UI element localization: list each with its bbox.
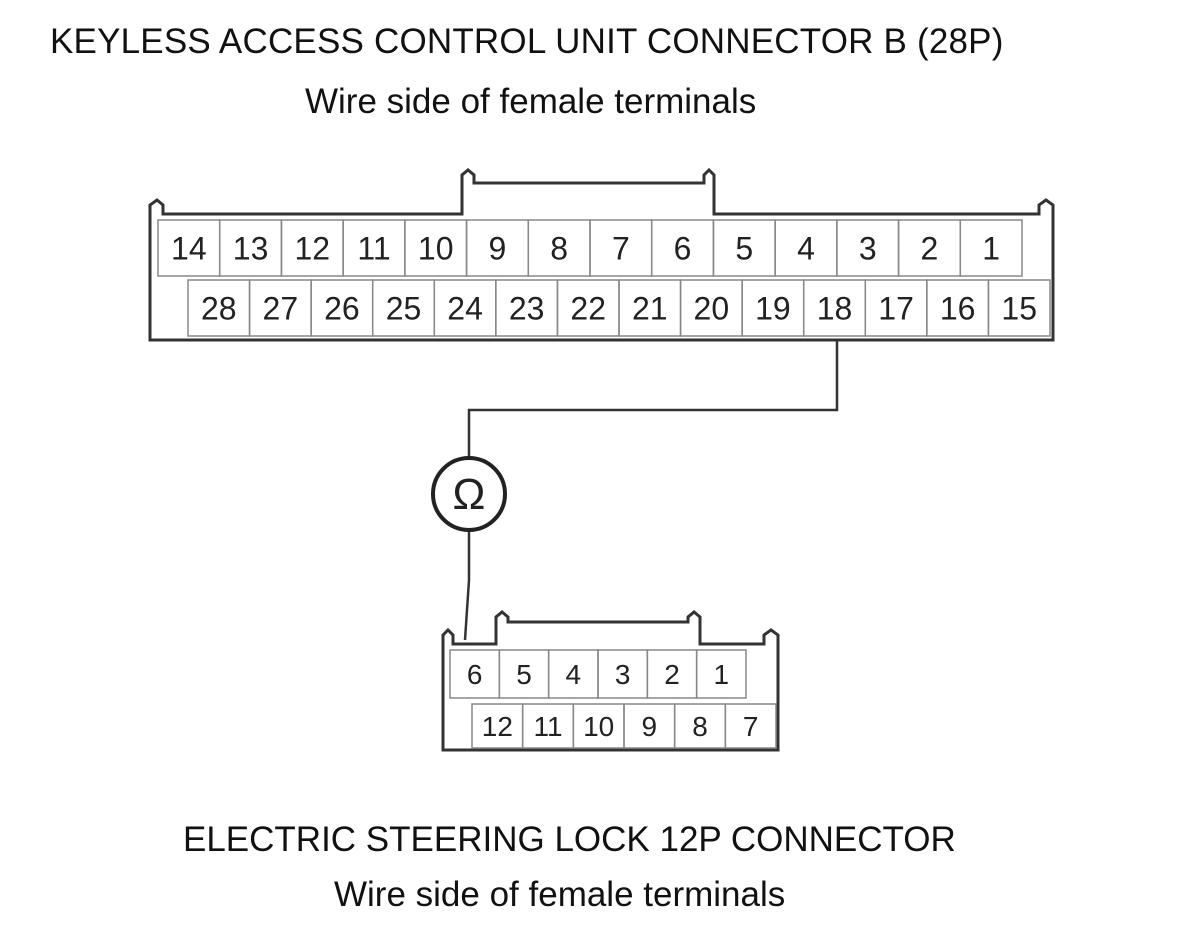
top-row2-terminal-25: 25 (386, 291, 422, 327)
top-row2-terminal-20: 20 (694, 291, 730, 327)
bot-row1-terminal-3: 3 (615, 659, 631, 690)
top-row2-terminal-21: 21 (632, 291, 668, 327)
top-row1-terminal-13: 13 (233, 231, 269, 267)
top-row2-terminal-27: 27 (263, 291, 299, 327)
bot-row2-terminal-9: 9 (642, 711, 658, 742)
wire-top-probe (467, 341, 839, 460)
bot-row2-terminal-7: 7 (743, 711, 759, 742)
bot-row2-terminal-8: 8 (692, 711, 708, 742)
top-row1-terminal-5: 5 (735, 231, 753, 267)
bottom-connector-housing (441, 610, 780, 752)
top-row1-terminal-14: 14 (171, 231, 207, 267)
top-row1-terminal-7: 7 (612, 231, 630, 267)
bot-row2-terminal-10: 10 (583, 711, 614, 742)
bot-row2-terminal-11: 11 (533, 711, 562, 742)
bot-row2-terminal-12: 12 (482, 711, 513, 742)
bottom-connector-title: ELECTRIC STEERING LOCK 12P CONNECTOR (183, 820, 956, 859)
top-row1-terminal-9: 9 (489, 231, 507, 267)
top-row2-terminal-26: 26 (324, 291, 360, 327)
top-row1-terminal-6: 6 (674, 231, 692, 267)
top-row2-terminal-24: 24 (447, 291, 483, 327)
bot-row1-terminal-2: 2 (664, 659, 680, 690)
top-row1-terminal-2: 2 (921, 231, 939, 267)
top-row1-terminal-1: 1 (982, 231, 1000, 267)
wire-bottom-probe (463, 530, 471, 641)
top-row1-terminal-10: 10 (418, 231, 454, 267)
top-row1-terminal-8: 8 (550, 231, 568, 267)
bottom-connector-terminals: 6 5 4 3 2 1 12 11 10 9 8 7 (449, 649, 777, 749)
top-row2-terminal-18: 18 (817, 291, 853, 327)
top-row1-cell (959, 219, 1023, 277)
top-row2-terminal-16: 16 (940, 291, 976, 327)
top-connector-housing (148, 167, 1055, 342)
ohmmeter-icon: Ω (431, 456, 507, 532)
bot-row2-cell (724, 703, 777, 749)
top-row1-terminal-11: 11 (357, 231, 390, 267)
bot-row1-cell (695, 649, 747, 699)
top-row2-terminal-15: 15 (1001, 291, 1037, 327)
top-row1-terminal-3: 3 (859, 231, 877, 267)
top-row2-cell (987, 279, 1051, 337)
top-row1-terminal-4: 4 (797, 231, 815, 267)
top-row2-terminal-28: 28 (201, 291, 237, 327)
bot-row1-terminal-6: 6 (467, 659, 483, 690)
bot-row1-terminal-1: 1 (714, 659, 730, 690)
bot-row1-terminal-5: 5 (516, 659, 532, 690)
top-connector-subtitle: Wire side of female terminals (305, 82, 757, 121)
top-connector-title: KEYLESS ACCESS CONTROL UNIT CONNECTOR B … (50, 22, 1004, 61)
top-row2-terminal-23: 23 (509, 291, 545, 327)
top-row1-terminal-12: 12 (294, 231, 330, 267)
top-row2-terminal-19: 19 (755, 291, 791, 327)
top-row2-terminal-22: 22 (570, 291, 606, 327)
bottom-connector-subtitle: Wire side of female terminals (334, 875, 786, 914)
top-row2-terminal-17: 17 (878, 291, 914, 327)
bot-row1-terminal-4: 4 (566, 659, 582, 690)
ohm-symbol: Ω (453, 470, 486, 519)
